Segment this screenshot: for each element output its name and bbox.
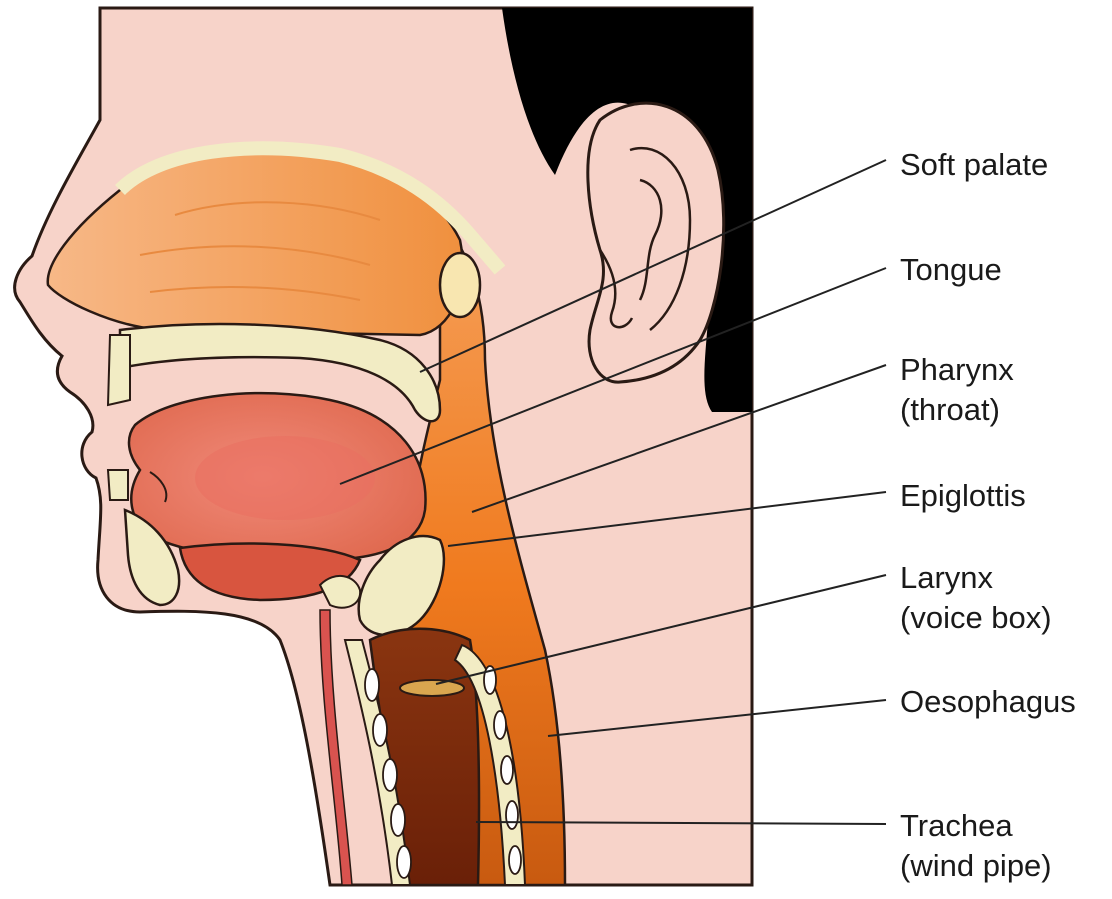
label-oesophagus-line-1: Oesophagus <box>900 682 1076 722</box>
label-soft-palate: Soft palate <box>900 145 1048 185</box>
label-pharynx: Pharynx (throat) <box>900 350 1014 430</box>
label-tongue: Tongue <box>900 250 1002 290</box>
label-tongue-line-1: Tongue <box>900 250 1002 290</box>
label-epiglottis: Epiglottis <box>900 476 1026 516</box>
label-larynx-line-2: (voice box) <box>900 598 1052 638</box>
label-oesophagus: Oesophagus <box>900 682 1076 722</box>
label-pharynx-line-1: Pharynx <box>900 350 1014 390</box>
label-trachea: Trachea (wind pipe) <box>900 806 1052 886</box>
label-pharynx-line-2: (throat) <box>900 390 1014 430</box>
label-trachea-line-2: (wind pipe) <box>900 846 1052 886</box>
label-trachea-line-1: Trachea <box>900 806 1052 846</box>
label-epiglottis-line-1: Epiglottis <box>900 476 1026 516</box>
label-soft-palate-line-1: Soft palate <box>900 145 1048 185</box>
label-larynx-line-1: Larynx <box>900 558 1052 598</box>
label-larynx: Larynx (voice box) <box>900 558 1052 638</box>
